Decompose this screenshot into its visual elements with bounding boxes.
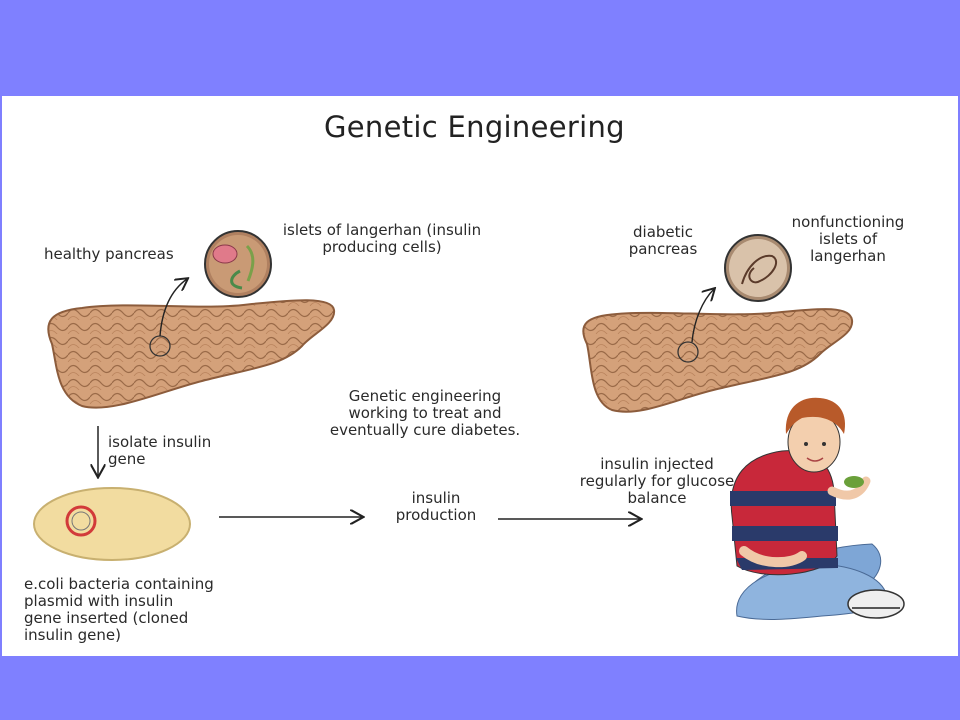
islets-closeup-icon — [204, 230, 272, 298]
insulin-injected-label: insulin injected regularly for glucose b… — [579, 455, 735, 507]
ecoli-label: e.coli bacteria containing plasmid with … — [24, 575, 214, 644]
nonfunctioning-islets-closeup-icon — [724, 234, 792, 302]
genetic-engineering-note: Genetic engineering working to treat and… — [329, 387, 521, 439]
diagram-panel: Genetic Engineering healthy pancreas isl… — [2, 96, 958, 656]
page-title: Genetic Engineering — [324, 110, 625, 144]
boy-illustration — [730, 397, 905, 620]
magnify-arrow-icon — [691, 289, 714, 343]
insulin-production-label: insulin production — [395, 489, 477, 524]
ecoli-bacterium-illustration — [33, 487, 191, 561]
healthy-pancreas-label: healthy pancreas — [44, 245, 174, 263]
islets-label: islets of langerhan (insulin producing c… — [282, 221, 482, 256]
top-band — [0, 0, 960, 96]
bottom-band — [0, 656, 960, 720]
shoe-icon — [847, 589, 905, 619]
isolate-gene-label: isolate insulin gene — [108, 433, 212, 468]
plasmid-icon — [65, 505, 97, 537]
frog-icon — [844, 476, 864, 488]
magnify-arrow-icon — [159, 279, 187, 337]
diagram-graphics — [33, 230, 905, 620]
diabetic-pancreas-label: diabetic pancreas — [628, 223, 698, 258]
nonfunctioning-islets-label: nonfunctioning islets of langerhan — [791, 213, 905, 265]
healthy-pancreas-illustration — [47, 279, 336, 409]
islet-marker-icon — [677, 341, 699, 363]
diabetic-pancreas-illustration — [582, 289, 854, 413]
